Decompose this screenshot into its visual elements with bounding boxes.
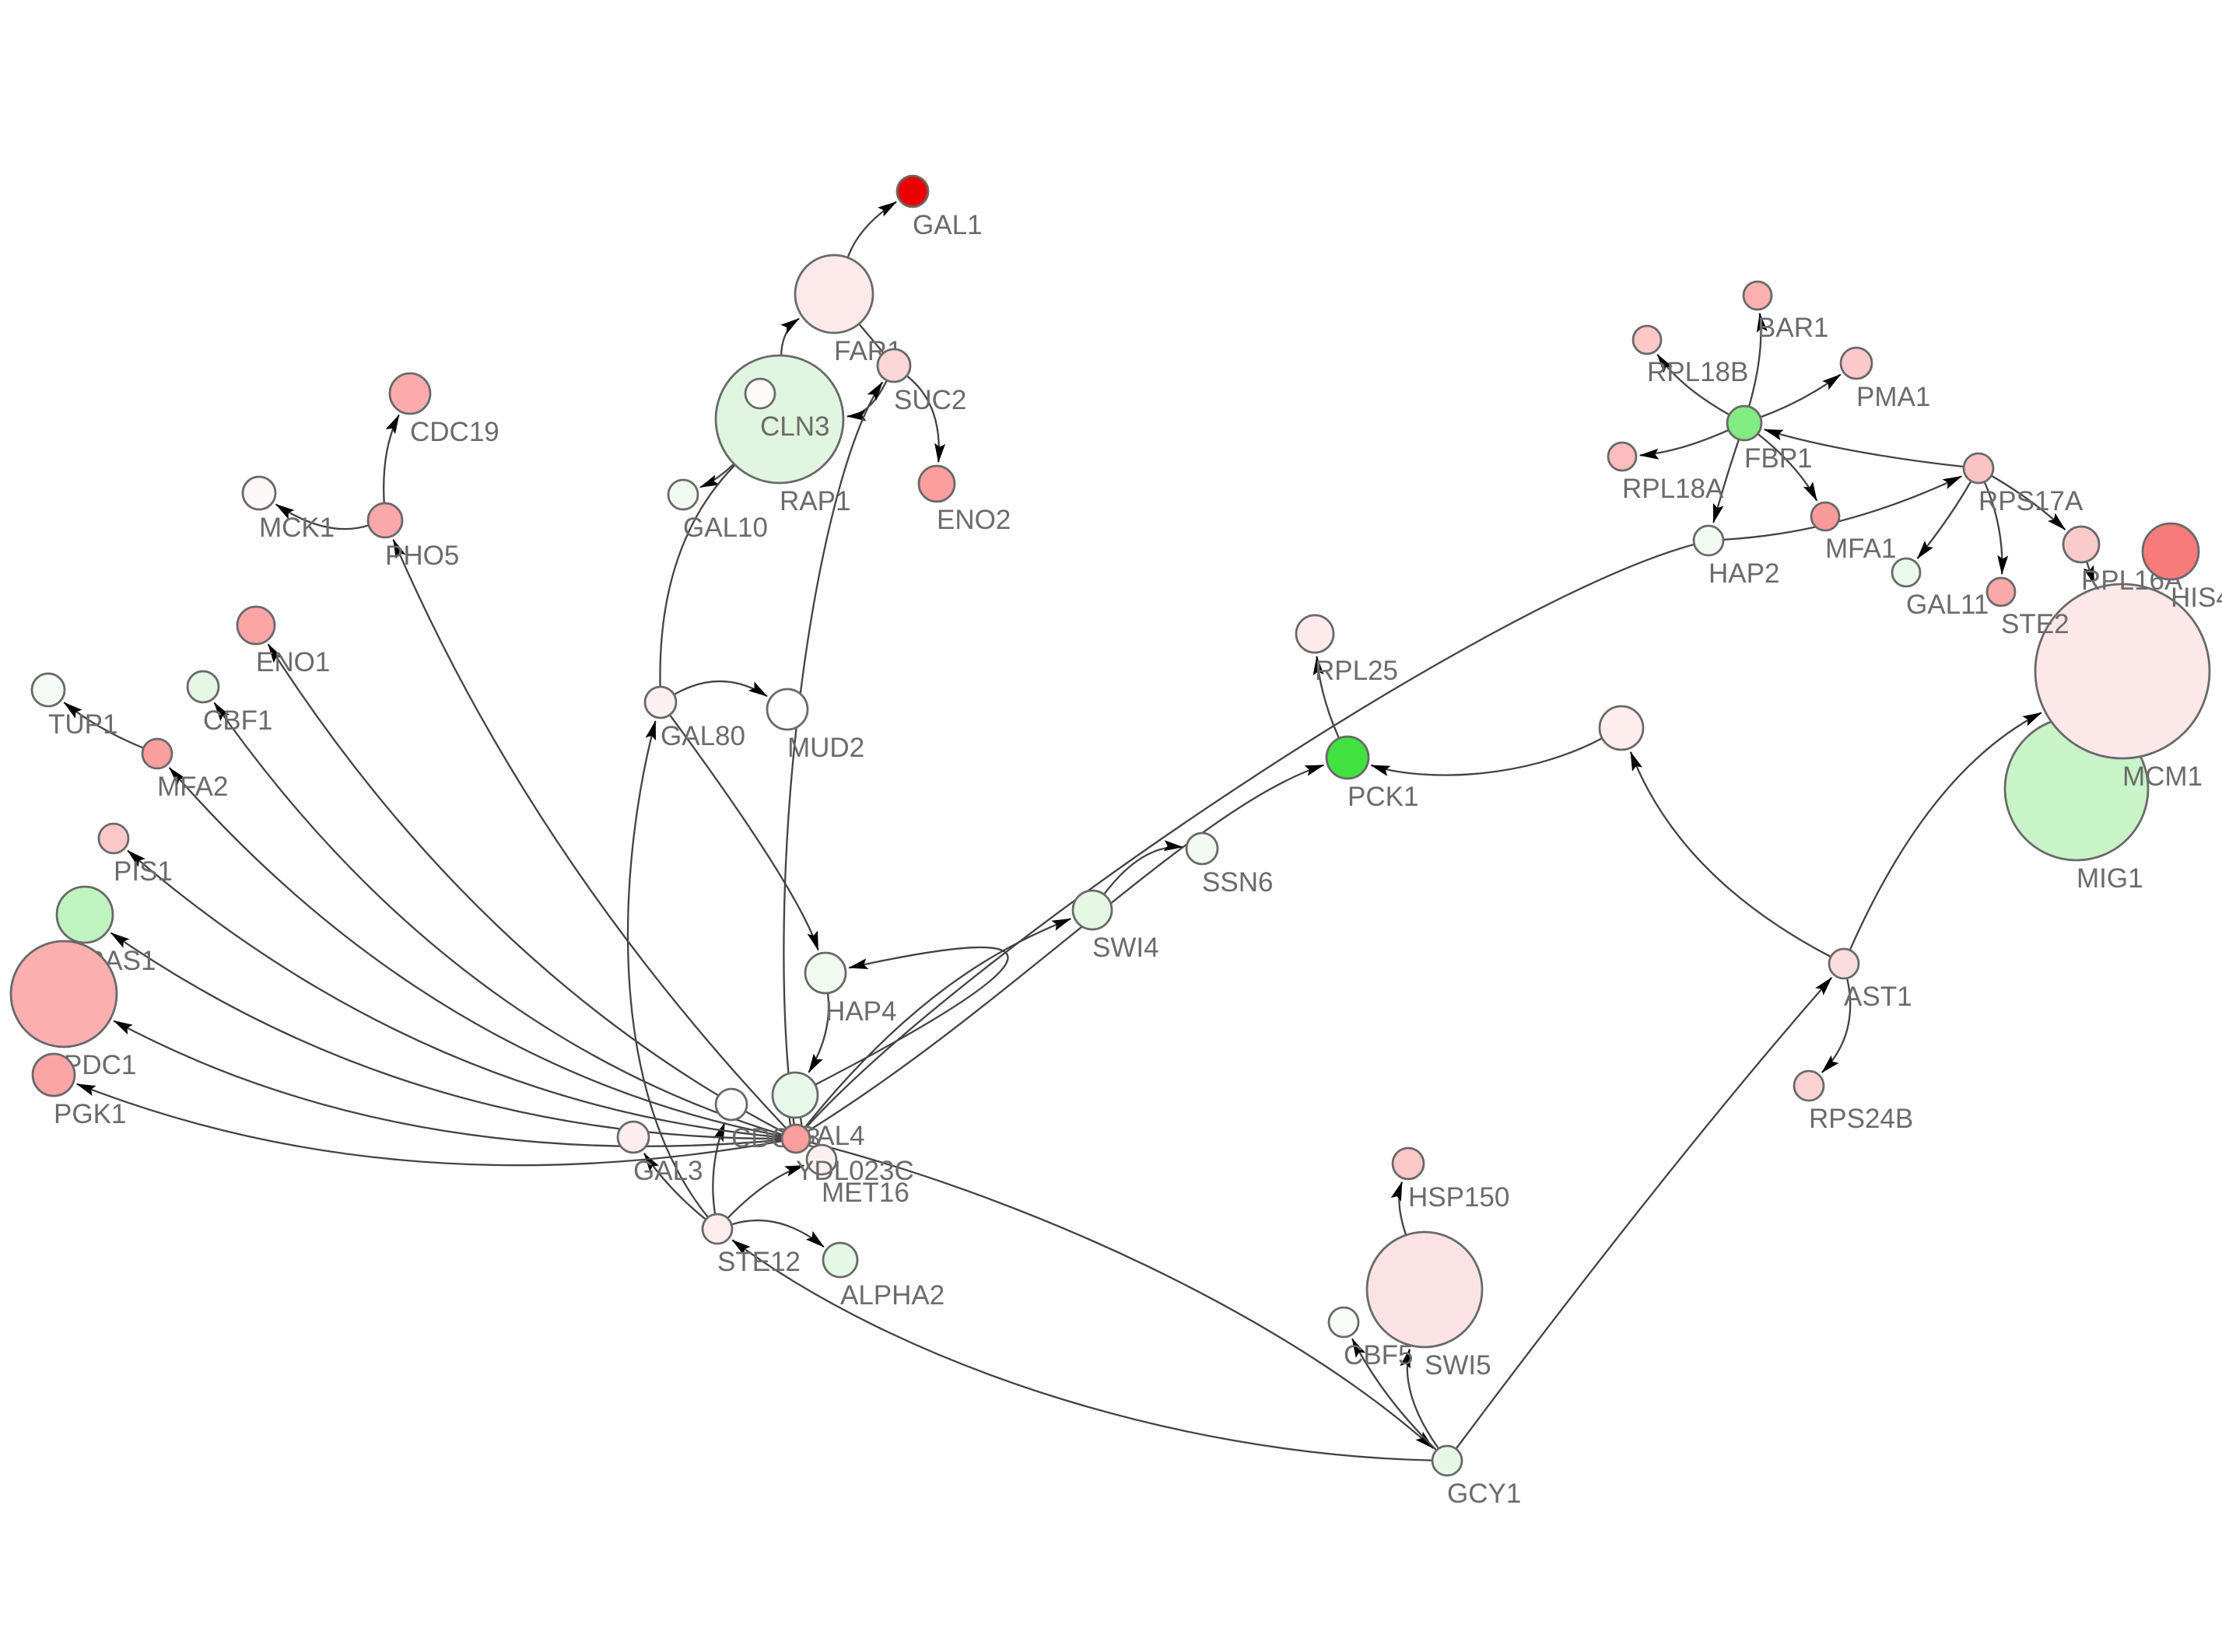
svg-text:GAL1: GAL1: [913, 210, 983, 240]
svg-text:MCM1: MCM1: [2122, 761, 2203, 792]
svg-text:RPS24B: RPS24B: [1809, 1104, 1913, 1134]
svg-text:RPL25: RPL25: [1315, 656, 1398, 686]
svg-text:PIS1: PIS1: [114, 856, 173, 887]
svg-text:MUD2: MUD2: [787, 733, 864, 763]
svg-text:CDC19: CDC19: [410, 417, 499, 447]
svg-text:MIG1: MIG1: [2077, 863, 2143, 894]
svg-text:GAL80: GAL80: [661, 721, 745, 751]
svg-text:RAP1: RAP1: [780, 486, 850, 516]
svg-text:MET16: MET16: [822, 1178, 909, 1208]
svg-text:HAP2: HAP2: [1709, 558, 1779, 589]
svg-text:CBF5: CBF5: [1344, 1340, 1413, 1370]
svg-text:RPL18B: RPL18B: [1647, 357, 1748, 387]
svg-text:STE12: STE12: [717, 1247, 801, 1277]
svg-text:GAL11: GAL11: [1906, 590, 1989, 620]
svg-text:SUC2: SUC2: [894, 385, 966, 415]
svg-text:MFA1: MFA1: [1825, 534, 1896, 564]
svg-text:HIS4: HIS4: [2171, 583, 2222, 613]
svg-text:RPS17A: RPS17A: [1978, 486, 2084, 516]
svg-text:AST1: AST1: [1844, 982, 1912, 1012]
svg-text:GAL3: GAL3: [633, 1156, 703, 1186]
svg-text:SWI4: SWI4: [1092, 933, 1159, 963]
svg-text:YDL023C: YDL023C: [796, 1156, 914, 1186]
svg-text:ENO2: ENO2: [937, 505, 1011, 535]
svg-text:PGK1: PGK1: [54, 1099, 126, 1129]
svg-text:GCY1: GCY1: [1447, 1479, 1521, 1509]
svg-text:MFA2: MFA2: [157, 772, 228, 802]
svg-text:STE2: STE2: [2001, 609, 2070, 639]
svg-text:MCK1: MCK1: [259, 513, 335, 543]
svg-text:SSN6: SSN6: [1202, 867, 1273, 898]
svg-text:HSP150: HSP150: [1408, 1182, 1509, 1213]
svg-text:HAP4: HAP4: [825, 996, 896, 1027]
svg-text:RPL18A: RPL18A: [1622, 474, 1724, 504]
svg-text:SWI5: SWI5: [1425, 1350, 1491, 1381]
svg-text:PCK1: PCK1: [1348, 782, 1418, 812]
svg-text:GAL10: GAL10: [683, 513, 768, 543]
svg-text:PMA1: PMA1: [1856, 382, 1930, 412]
svg-text:PHO5: PHO5: [385, 541, 459, 571]
svg-text:ENO1: ENO1: [256, 647, 330, 677]
svg-text:CBF1: CBF1: [203, 705, 272, 736]
svg-text:PDC1: PDC1: [64, 1050, 136, 1080]
svg-text:CLN3: CLN3: [760, 411, 829, 442]
svg-text:FBP1: FBP1: [1744, 443, 1813, 474]
svg-text:TUP1: TUP1: [48, 709, 117, 740]
svg-text:BAR1: BAR1: [1758, 313, 1828, 343]
svg-text:ALPHA2: ALPHA2: [840, 1280, 945, 1311]
